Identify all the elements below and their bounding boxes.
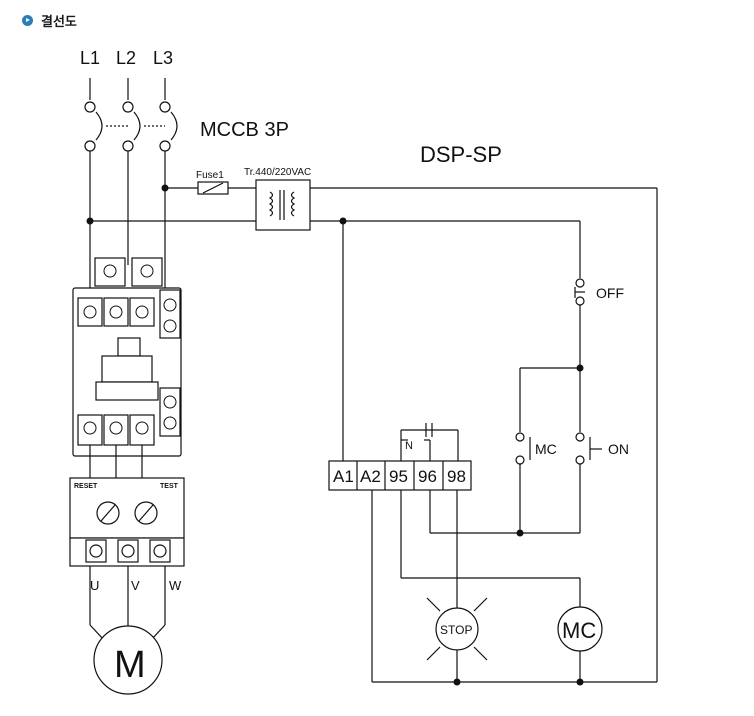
section-title: 결선도	[41, 14, 77, 30]
transformer	[255, 179, 311, 231]
terminal-96: 96	[418, 467, 437, 486]
stop-lamp	[426, 597, 488, 661]
label-test: TEST	[160, 483, 179, 490]
relay-terminal-block	[328, 460, 472, 491]
junction-dots	[86, 184, 584, 686]
thermal-overload-relay	[69, 477, 185, 567]
terminal-95: 95	[389, 467, 408, 486]
label-w: W	[169, 578, 182, 593]
motor-symbol	[93, 625, 163, 695]
mccb-breaker	[84, 101, 178, 152]
section-header: 결선도	[22, 10, 77, 30]
label-fuse: Fuse1	[196, 170, 224, 181]
label-mc-contact: MC	[535, 441, 557, 457]
label-on: ON	[608, 441, 629, 457]
off-pushbutton	[574, 278, 585, 306]
label-u: U	[90, 578, 99, 593]
mc-coil	[557, 606, 603, 652]
label-v: V	[131, 578, 140, 593]
mc-aux-contact	[515, 432, 531, 465]
on-pushbutton	[575, 432, 602, 465]
label-l2: L2	[116, 48, 136, 68]
terminal-a2: A2	[360, 467, 381, 486]
label-reset: RESET	[74, 483, 98, 490]
label-motor: M	[114, 644, 146, 686]
magnetic-contactor	[72, 257, 182, 457]
label-l1: L1	[80, 48, 100, 68]
label-transformer: Tr.440/220VAC	[244, 167, 311, 178]
bullet-icon	[22, 14, 33, 26]
relay-contacts	[400, 423, 459, 461]
terminal-screws	[83, 264, 177, 435]
label-mc-coil: MC	[562, 618, 596, 643]
terminal-a1: A1	[333, 467, 354, 486]
label-l3: L3	[153, 48, 173, 68]
label-off: OFF	[596, 285, 624, 301]
label-nc-mark: N	[405, 440, 413, 452]
terminal-98: 98	[447, 467, 466, 486]
label-stop: STOP	[440, 623, 472, 637]
label-mccb: MCCB 3P	[200, 119, 289, 141]
label-model: DSP-SP	[420, 142, 502, 167]
